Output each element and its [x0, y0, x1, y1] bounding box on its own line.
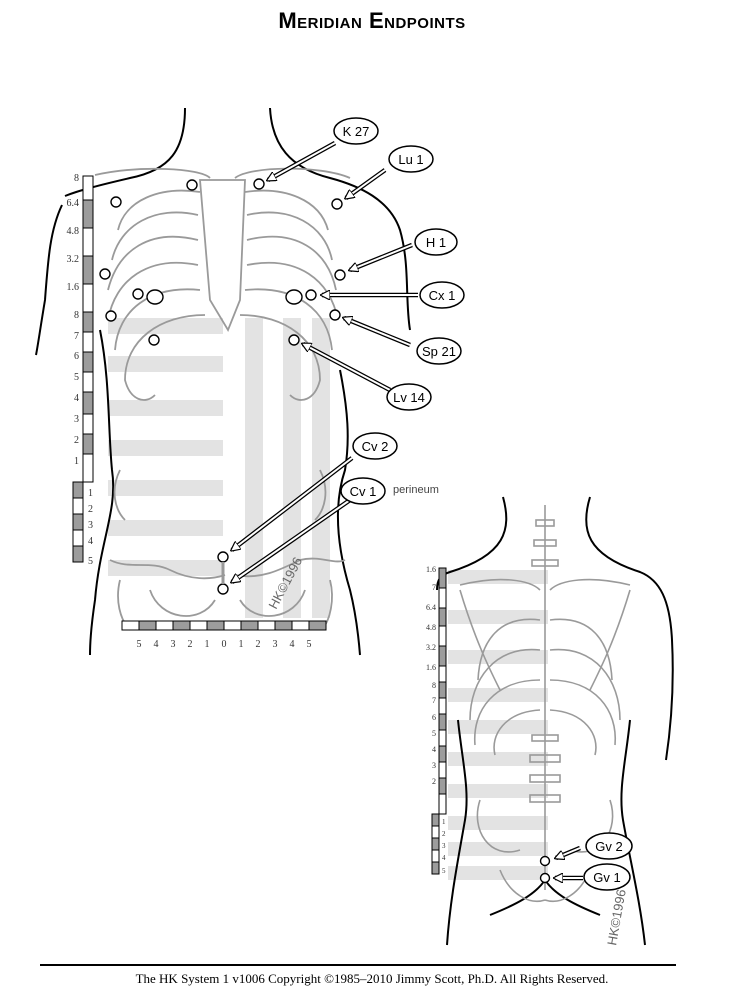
- svg-text:8: 8: [74, 310, 79, 321]
- svg-text:2: 2: [256, 639, 261, 650]
- svg-text:2: 2: [432, 777, 436, 786]
- svg-text:4: 4: [88, 536, 93, 547]
- front-point-markers: [99, 178, 346, 595]
- back-lower-scale: 1 2 3 4 5: [431, 813, 446, 875]
- front-lower-scale: 1 2 3 4 5: [72, 481, 93, 567]
- svg-text:4.8: 4.8: [426, 623, 436, 632]
- front-horizontal-scale: 5 4 3 2 1 0 1 2 3 4 5: [121, 620, 327, 650]
- svg-text:1: 1: [74, 456, 79, 467]
- label-gv2: Gv 2: [585, 832, 633, 860]
- svg-text:5: 5: [307, 639, 312, 650]
- svg-text:5: 5: [442, 867, 446, 875]
- svg-text:Cv 2: Cv 2: [362, 439, 389, 454]
- svg-text:4.8: 4.8: [67, 226, 80, 237]
- svg-text:Cx 1: Cx 1: [429, 288, 456, 303]
- front-vertical-scale: 8 6.4 4.8 3.2 1.6 8 7 6 5 4 3 2 1: [67, 173, 94, 483]
- svg-text:1.6: 1.6: [426, 565, 436, 574]
- svg-text:3: 3: [74, 414, 79, 425]
- svg-text:H 1: H 1: [426, 235, 446, 250]
- back-vertical-scale: 1.6 7 6.4 4.8 3.2 1.6 8 7 6 5 4 3 2: [426, 565, 447, 815]
- svg-text:2: 2: [188, 639, 193, 650]
- label-lu1: Lu 1: [388, 145, 434, 173]
- label-cv2: Cv 2: [352, 432, 398, 460]
- page-title: Meridian Endpoints: [278, 8, 466, 33]
- svg-text:3: 3: [442, 842, 446, 850]
- svg-text:2: 2: [88, 504, 93, 515]
- svg-text:Lv 14: Lv 14: [393, 390, 425, 405]
- svg-text:7: 7: [74, 331, 79, 342]
- svg-text:1.6: 1.6: [426, 663, 436, 672]
- svg-text:Gv 1: Gv 1: [593, 870, 620, 885]
- label-lv14: Lv 14: [386, 383, 432, 411]
- svg-text:3: 3: [88, 520, 93, 531]
- label-cv1: Cv 1: [340, 477, 386, 505]
- svg-text:7: 7: [432, 583, 436, 592]
- svg-text:3.2: 3.2: [67, 254, 80, 265]
- svg-text:6.4: 6.4: [426, 603, 436, 612]
- label-gv1: Gv 1: [583, 863, 631, 891]
- svg-text:5: 5: [432, 729, 436, 738]
- back-point-markers: [539, 855, 551, 884]
- svg-text:Sp 21: Sp 21: [422, 344, 456, 359]
- svg-text:1: 1: [442, 818, 446, 826]
- svg-text:5: 5: [137, 639, 142, 650]
- svg-text:1.6: 1.6: [67, 282, 80, 293]
- svg-text:2: 2: [74, 435, 79, 446]
- label-sp21: Sp 21: [416, 337, 462, 365]
- label-cx1: Cx 1: [419, 281, 465, 309]
- svg-text:8: 8: [74, 173, 79, 184]
- back-torso-figure: 1.6 7 6.4 4.8 3.2 1.6 8 7 6 5 4 3 2: [426, 496, 674, 947]
- svg-text:3: 3: [432, 761, 436, 770]
- svg-text:6: 6: [432, 713, 436, 722]
- footer-divider: [40, 964, 676, 966]
- svg-text:3: 3: [171, 639, 176, 650]
- svg-text:2: 2: [442, 830, 446, 838]
- perineum-note: perineum: [393, 484, 439, 496]
- svg-text:3: 3: [273, 639, 278, 650]
- svg-text:7: 7: [432, 696, 436, 705]
- svg-text:6: 6: [74, 351, 79, 362]
- back-watermark: HK©1996: [604, 888, 629, 946]
- svg-text:1: 1: [205, 639, 210, 650]
- svg-text:4: 4: [432, 745, 436, 754]
- back-point-labels: Gv 2 Gv 1: [583, 832, 633, 891]
- label-k27: K 27: [333, 117, 379, 145]
- front-point-labels: K 27 Lu 1 H 1 Cx 1 Sp 21 Lv 14 Cv 2 Cv: [333, 117, 465, 505]
- svg-text:8: 8: [432, 681, 436, 690]
- svg-text:4: 4: [74, 393, 79, 404]
- svg-text:Lu 1: Lu 1: [398, 152, 423, 167]
- svg-text:Gv 2: Gv 2: [595, 839, 622, 854]
- svg-text:1: 1: [239, 639, 244, 650]
- svg-text:1: 1: [88, 488, 93, 499]
- svg-text:4: 4: [290, 639, 295, 650]
- svg-text:0: 0: [222, 639, 227, 650]
- svg-text:K 27: K 27: [343, 124, 370, 139]
- copyright-footer: The HK System 1 v1006 Copyright ©1985–20…: [135, 971, 609, 986]
- svg-text:5: 5: [74, 372, 79, 383]
- svg-text:3.2: 3.2: [426, 643, 436, 652]
- svg-text:5: 5: [88, 556, 93, 567]
- label-h1: H 1: [414, 228, 458, 256]
- svg-text:6.4: 6.4: [67, 198, 80, 209]
- svg-text:4: 4: [442, 854, 446, 862]
- svg-text:4: 4: [154, 639, 159, 650]
- svg-text:Cv 1: Cv 1: [350, 484, 377, 499]
